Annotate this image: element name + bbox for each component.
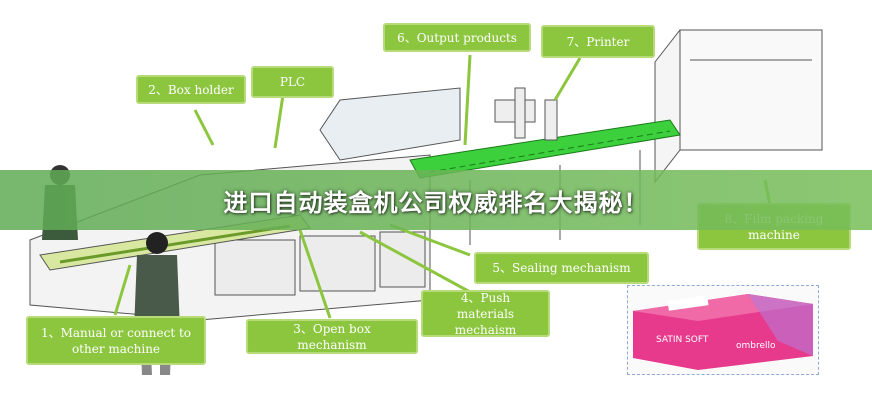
callout-open-box: 3、Open box mechanism [246,319,418,354]
callout-plc: PLC [251,66,334,98]
callout-box-holder: 2、Box holder [136,75,246,104]
callout-push-materials: 4、Push materials mechaism [421,290,550,337]
callout-manual: 1、Manual or connect to other machine [26,316,206,365]
callout-output-products: 6、Output products [383,23,531,52]
product-brand: SATIN SOFT [656,335,709,345]
leader-arrows [113,54,772,319]
callout-sealing: 5、Sealing mechanism [474,252,649,284]
page-title: 进口自动装盒机公司权威排名大揭秘！ [223,188,649,217]
tissue-box-image: SATIN SOFT ombrello [633,294,813,370]
title-banner: 进口自动装盒机公司权威排名大揭秘！ [0,170,872,230]
printer-unit [494,87,558,141]
film-packing-machine [654,29,823,184]
product-photo: SATIN SOFT ombrello [627,285,819,375]
product-sub-brand: ombrello [736,341,776,351]
callout-printer: 7、Printer [541,25,655,58]
